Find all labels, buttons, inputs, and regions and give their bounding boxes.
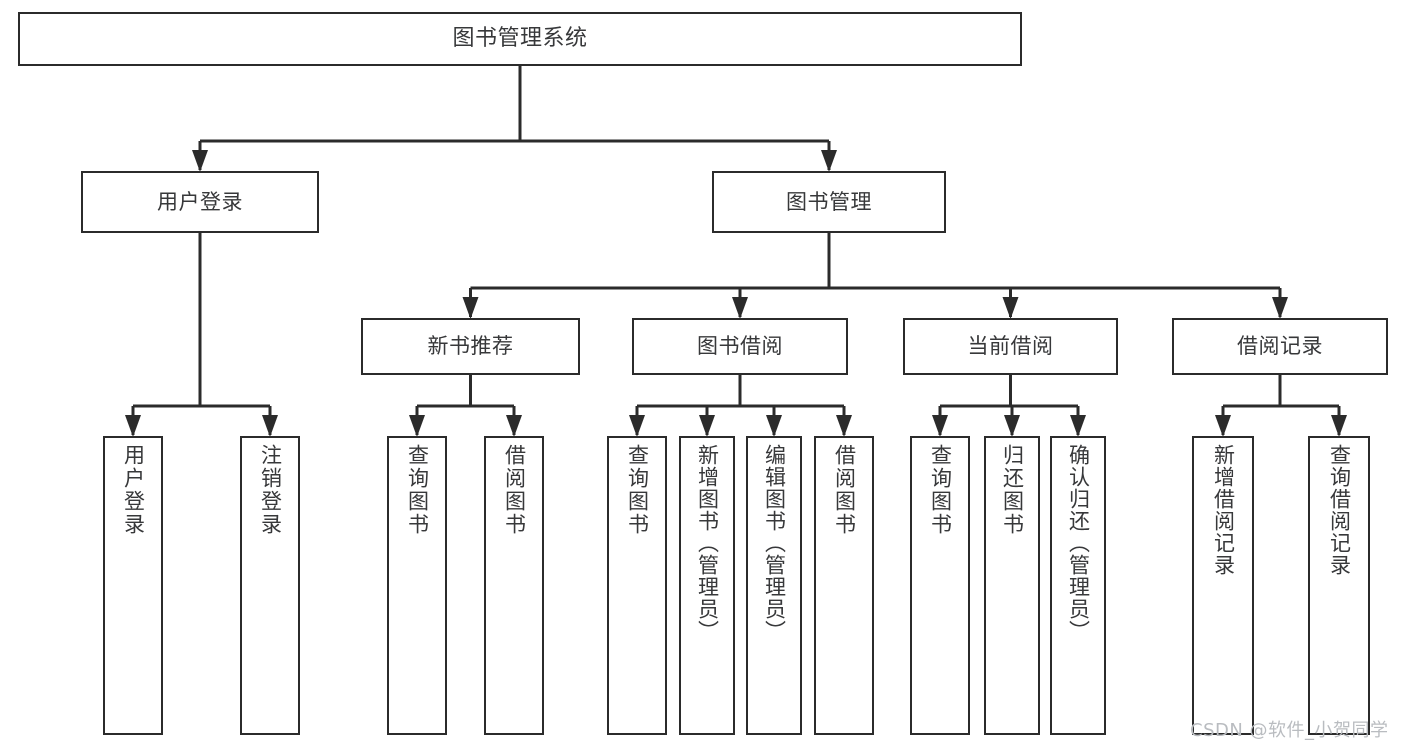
node-label: 图书管理 bbox=[786, 189, 872, 214]
node-book-mgmt[interactable]: 图书管理 bbox=[712, 171, 946, 233]
node-leaf-user-login[interactable]: 用户登录 bbox=[103, 436, 163, 735]
node-label: 用户登录 bbox=[121, 444, 146, 536]
node-leaf-add-book[interactable]: 新增图书（管理员） bbox=[679, 436, 735, 735]
node-label: 新书推荐 bbox=[427, 334, 514, 359]
node-user-login[interactable]: 用户登录 bbox=[81, 171, 319, 233]
node-leaf-edit-book[interactable]: 编辑图书（管理员） bbox=[746, 436, 802, 735]
node-label: 图书管理系统 bbox=[452, 26, 588, 52]
node-label: 当前借阅 bbox=[967, 334, 1054, 359]
node-label: 注销登录 bbox=[258, 444, 283, 536]
node-new-book-rec[interactable]: 新书推荐 bbox=[361, 318, 580, 375]
node-label: 查询图书 bbox=[625, 444, 650, 536]
node-current-borrow[interactable]: 当前借阅 bbox=[903, 318, 1118, 375]
node-label: 确认归还（管理员） bbox=[1066, 444, 1091, 642]
node-leaf-return-book[interactable]: 归还图书 bbox=[984, 436, 1040, 735]
node-leaf-query-book-1[interactable]: 查询图书 bbox=[387, 436, 447, 735]
node-label: 借阅图书 bbox=[832, 444, 857, 536]
node-leaf-add-record[interactable]: 新增借阅记录 bbox=[1192, 436, 1254, 735]
node-label: 借阅记录 bbox=[1237, 334, 1323, 359]
node-leaf-query-book-2[interactable]: 查询图书 bbox=[607, 436, 667, 735]
node-label: 新增图书（管理员） bbox=[695, 444, 720, 642]
node-label: 查询图书 bbox=[928, 444, 953, 536]
node-label: 借阅图书 bbox=[502, 444, 527, 536]
node-leaf-confirm-return[interactable]: 确认归还（管理员） bbox=[1050, 436, 1106, 735]
node-label: 图书借阅 bbox=[697, 334, 783, 359]
node-label: 查询借阅记录 bbox=[1327, 444, 1352, 576]
node-leaf-user-logout[interactable]: 注销登录 bbox=[240, 436, 300, 735]
node-label: 归还图书 bbox=[1000, 444, 1025, 536]
node-leaf-query-book-3[interactable]: 查询图书 bbox=[910, 436, 970, 735]
node-root[interactable]: 图书管理系统 bbox=[18, 12, 1022, 66]
node-label: 编辑图书（管理员） bbox=[762, 444, 787, 642]
node-leaf-borrow-book-2[interactable]: 借阅图书 bbox=[814, 436, 874, 735]
node-borrow-record[interactable]: 借阅记录 bbox=[1172, 318, 1388, 375]
node-label: 用户登录 bbox=[157, 189, 243, 214]
watermark-text: CSDN @软件_小贺同学 bbox=[1190, 720, 1389, 741]
node-leaf-borrow-book-1[interactable]: 借阅图书 bbox=[484, 436, 544, 735]
node-label: 新增借阅记录 bbox=[1211, 444, 1236, 576]
node-leaf-query-record[interactable]: 查询借阅记录 bbox=[1308, 436, 1370, 735]
node-book-borrow[interactable]: 图书借阅 bbox=[632, 318, 848, 375]
node-label: 查询图书 bbox=[405, 444, 430, 536]
